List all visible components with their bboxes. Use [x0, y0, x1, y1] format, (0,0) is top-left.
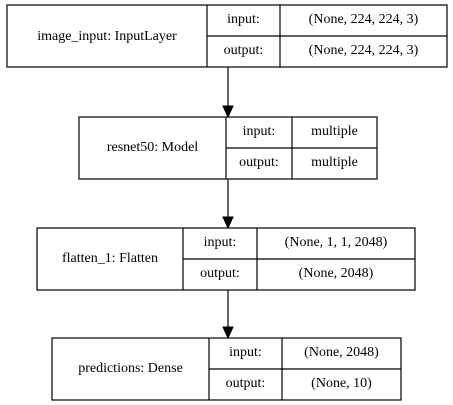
edge-arrow: [222, 179, 234, 230]
edge-arrow: [222, 290, 234, 340]
input-shape: (None, 2048): [304, 345, 379, 360]
input-label: input:: [243, 124, 276, 139]
output-label: output:: [239, 155, 279, 170]
output-label: output:: [200, 266, 240, 281]
layer-name: resnet50: Model: [107, 140, 198, 155]
node-flatten: flatten_1: Flatten input: output: (None,…: [36, 227, 416, 291]
output-label: output:: [226, 376, 266, 391]
output-shape: (None, 224, 224, 3): [309, 43, 419, 58]
node-resnet50: resnet50: Model input: output: multiple …: [78, 116, 378, 180]
output-shape: multiple: [311, 155, 358, 170]
edge-arrow: [222, 67, 234, 119]
output-label: output:: [224, 43, 264, 58]
layer-name: flatten_1: Flatten: [62, 251, 158, 266]
input-shape: (None, 224, 224, 3): [309, 12, 419, 27]
input-label: input:: [204, 235, 237, 250]
output-shape: (None, 2048): [299, 266, 374, 281]
input-label: input:: [227, 12, 260, 27]
layer-name: image_input: InputLayer: [37, 29, 177, 44]
layer-name: predictions: Dense: [78, 361, 183, 376]
output-shape: (None, 10): [311, 376, 372, 391]
input-shape: (None, 1, 1, 2048): [285, 235, 388, 250]
node-image-input: image_input: InputLayer input: output: (…: [6, 4, 448, 68]
input-shape: multiple: [311, 124, 358, 139]
input-label: input:: [229, 345, 262, 360]
node-predictions: predictions: Dense input: output: (None,…: [51, 337, 402, 401]
